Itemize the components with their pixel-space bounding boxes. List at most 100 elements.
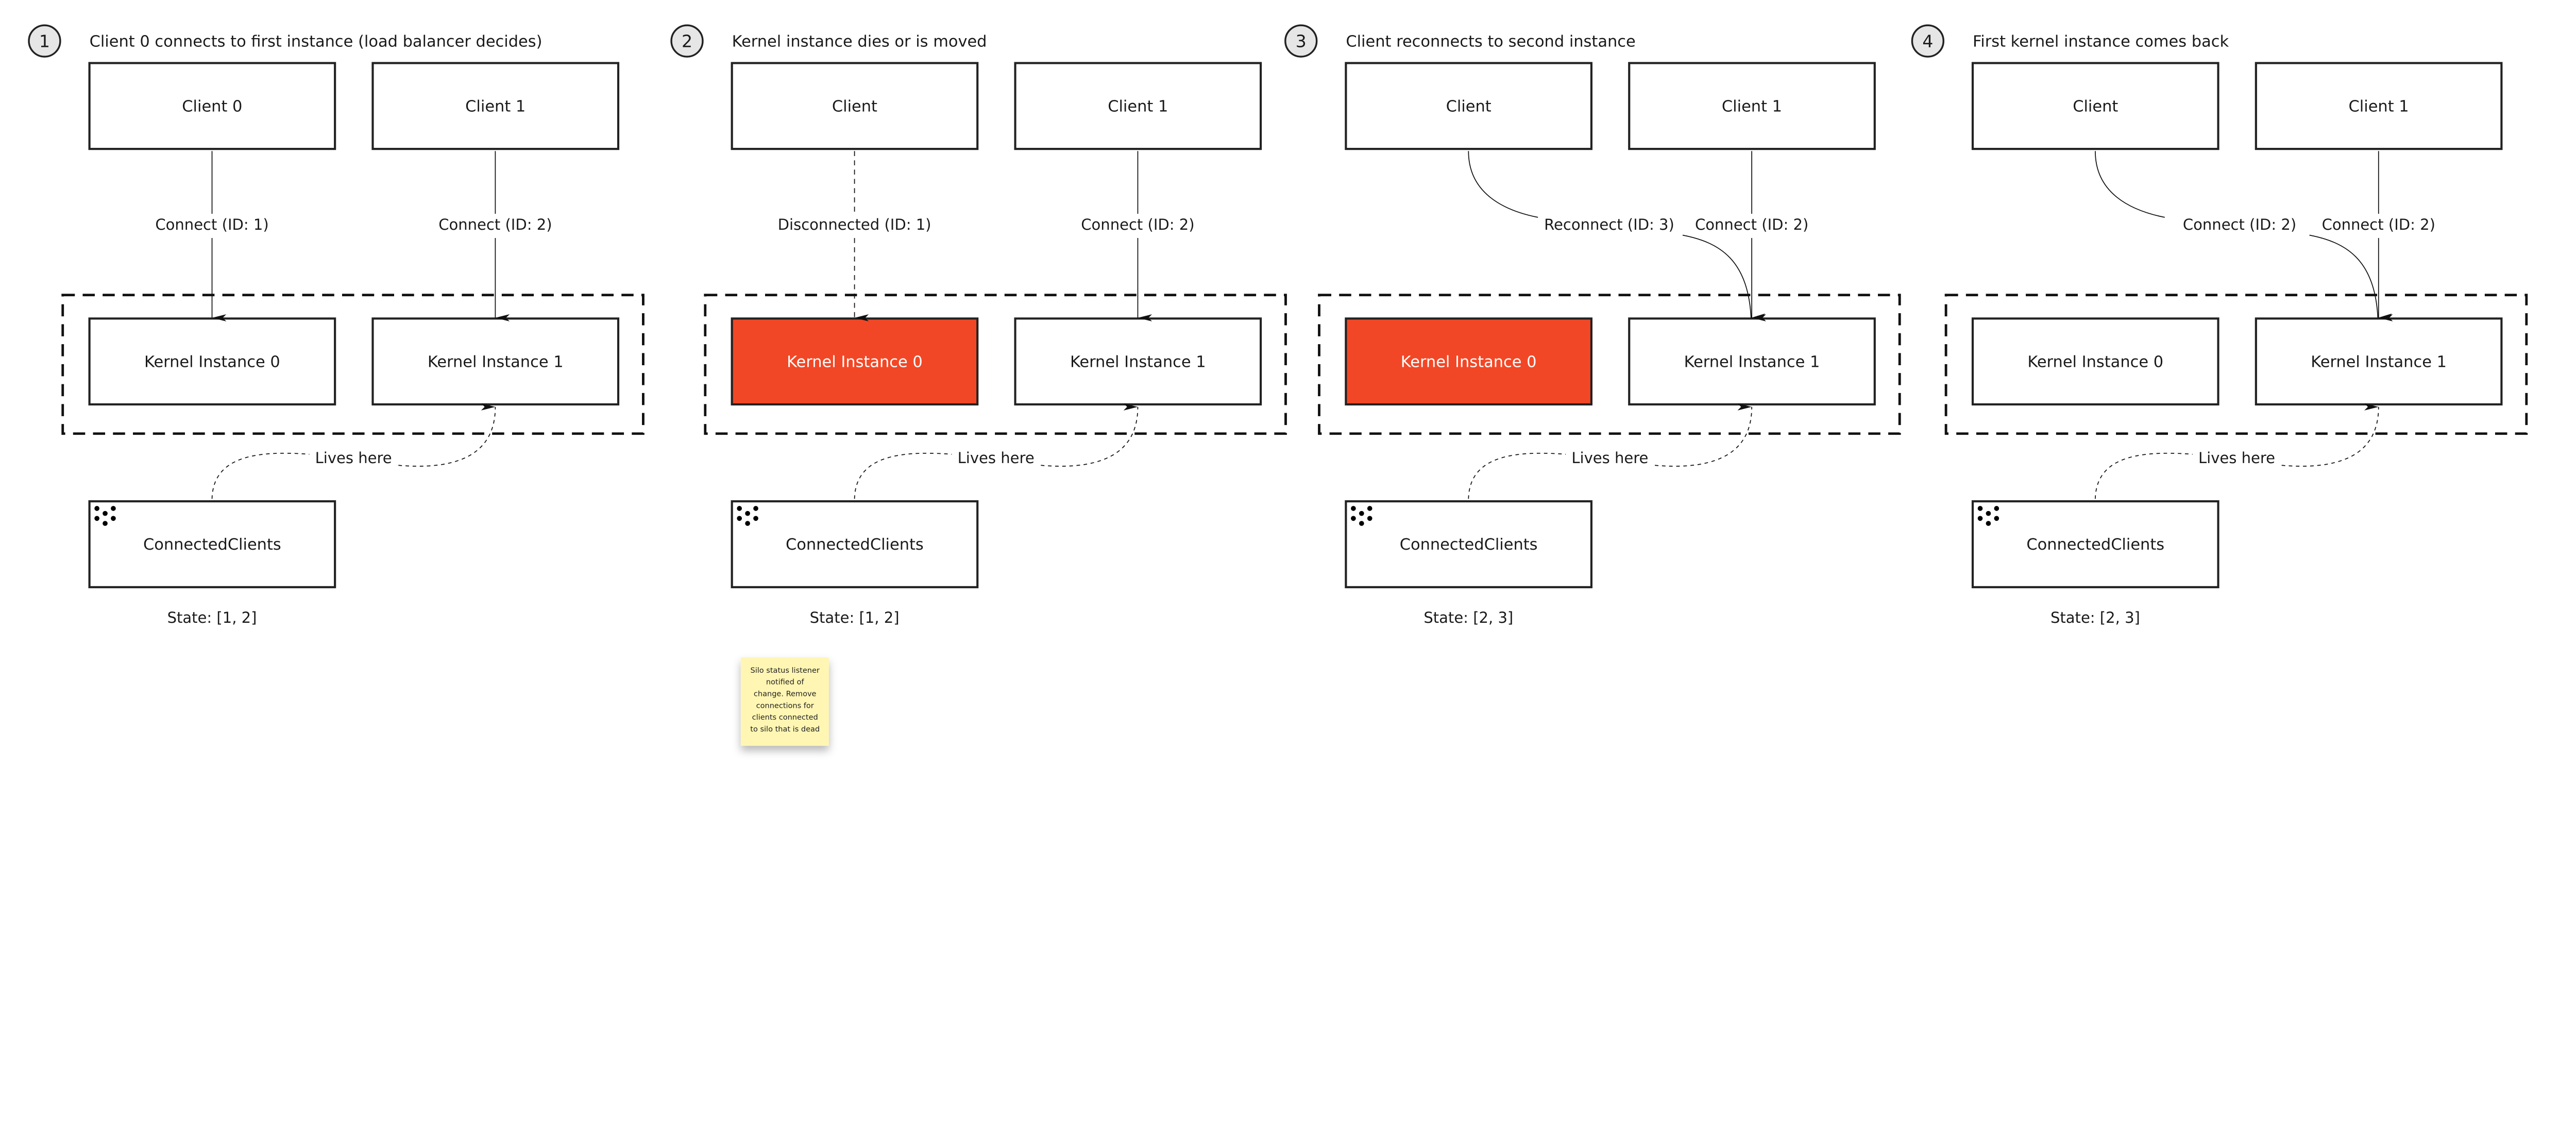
step-number-badge: [670, 24, 704, 58]
edge-client-a-to-kernel-1: [1682, 234, 1766, 321]
dot: [1367, 506, 1372, 511]
lives-here-connector-arrow: [2281, 403, 2379, 467]
dot: [111, 506, 116, 511]
dot: [745, 511, 750, 516]
connected-clients-grain-box[interactable]: ConnectedClients: [1345, 500, 1592, 588]
client-a-box[interactable]: Client 0: [88, 62, 336, 150]
grain-state: State: [1, 2]: [167, 609, 257, 626]
cluster-boundary: [1318, 294, 1901, 435]
grain-state: State: [1, 2]: [810, 609, 900, 626]
kernel-instance-0-box[interactable]: Kernel Instance 0: [731, 317, 979, 406]
step-number: 2: [682, 31, 692, 51]
dot: [737, 506, 742, 511]
lives-here-label: Lives here: [2198, 449, 2275, 467]
kernel-instance-1-box[interactable]: Kernel Instance 1: [1014, 317, 1262, 406]
dot: [1359, 521, 1364, 526]
cluster-boundary: [1944, 294, 2528, 435]
dots-grid-icon: [737, 506, 758, 526]
client-a-box-shape: [1345, 62, 1592, 150]
client-b-box-shape: [2255, 62, 2503, 150]
connected-clients-grain-box-label: ConnectedClients: [143, 536, 281, 554]
client-a-box-shape: [1971, 62, 2219, 150]
kernel-instance-0-box-shape: [1971, 317, 2219, 406]
dot: [1977, 516, 1983, 521]
step-number-badge: [1911, 24, 1944, 58]
step-number-badge: [28, 24, 61, 58]
kernel-instance-1-box-shape: [1014, 317, 1262, 406]
client-b-box[interactable]: Client 1: [1014, 62, 1262, 150]
connected-clients-grain-box-label: ConnectedClients: [2026, 536, 2164, 554]
dot: [1986, 511, 1991, 516]
lives-here-label: Lives here: [1571, 449, 1648, 467]
dot: [753, 516, 758, 521]
client-b-box-shape: [1628, 62, 1876, 150]
step-title: Client 0 connects to first instance (loa…: [90, 33, 543, 51]
sticky-note: Silo status listener notified of change. R…: [740, 657, 829, 746]
kernel-instance-1-box[interactable]: Kernel Instance 1: [2255, 317, 2503, 406]
client-a-box-shape: [88, 62, 336, 150]
lives-here-connector-start: [2095, 453, 2193, 499]
step-title: Kernel instance dies or is moved: [732, 33, 987, 51]
kernel-instance-0-box[interactable]: Kernel Instance 0: [1345, 317, 1592, 406]
dot: [753, 506, 758, 511]
client-a-box[interactable]: Client: [1971, 62, 2219, 150]
step-title: Client reconnects to second instance: [1346, 33, 1635, 51]
kernel-instance-0-box-label: Kernel Instance 0: [1401, 353, 1537, 371]
client-b-box[interactable]: Client 1: [371, 62, 620, 150]
dots-grid-icon: [94, 506, 116, 526]
dot: [1994, 516, 1999, 521]
sticky-note-line: notified of: [766, 678, 805, 687]
edge-b-label: Connect (ID: 2): [1081, 216, 1194, 233]
lives-here-connector-start: [211, 453, 310, 499]
kernel-instance-1-box-shape: [1628, 317, 1876, 406]
sticky-note-paper: [740, 657, 829, 746]
connected-clients-grain-box-shape: [1345, 500, 1592, 588]
sticky-note-line: Silo status listener: [751, 667, 820, 675]
dot: [1351, 516, 1356, 521]
edge-a-label: Reconnect (ID: 3): [1544, 216, 1674, 233]
kernel-instance-1-box-shape: [371, 317, 620, 406]
dots-grid-icon: [1977, 506, 1999, 526]
client-b-box-shape: [371, 62, 620, 150]
grain-state: State: [2, 3]: [1423, 609, 1513, 626]
kernel-instance-1-box-label: Kernel Instance 1: [1070, 353, 1206, 371]
client-a-box-shape: [731, 62, 979, 150]
kernel-instance-0-box[interactable]: Kernel Instance 0: [88, 317, 336, 406]
sticky-note-line: to silo that is dead: [750, 725, 820, 734]
client-a-box[interactable]: Client: [1345, 62, 1592, 150]
client-a-box-label: Client: [2073, 97, 2118, 115]
sticky-note-line: change. Remove: [754, 690, 817, 698]
kernel-instance-1-box[interactable]: Kernel Instance 1: [1628, 317, 1876, 406]
cluster-boundary: [704, 294, 1287, 435]
client-a-box[interactable]: Client: [731, 62, 979, 150]
client-a-box-label: Client 0: [182, 97, 242, 115]
edge-b-label: Connect (ID: 2): [2322, 216, 2435, 233]
client-a-box-label: Client: [832, 97, 877, 115]
lives-here-connector-arrow: [1654, 403, 1753, 467]
edge-client-a-curve-start: [2095, 151, 2165, 218]
dot: [1359, 511, 1364, 516]
connected-clients-grain-box[interactable]: ConnectedClients: [731, 500, 979, 588]
dot: [103, 521, 108, 526]
client-b-box[interactable]: Client 1: [1628, 62, 1876, 150]
dot: [1986, 521, 1991, 526]
dot: [111, 516, 116, 521]
edge-a-label: Connect (ID: 2): [2183, 216, 2296, 233]
client-b-box[interactable]: Client 1: [2255, 62, 2503, 150]
edge-client-a-to-kernel-1: [2309, 234, 2393, 321]
dot: [1367, 516, 1372, 521]
edge-a-label: Disconnected (ID: 1): [778, 216, 931, 233]
kernel-instance-0-box-shape: [88, 317, 336, 406]
connected-clients-grain-box[interactable]: ConnectedClients: [1971, 500, 2219, 588]
kernel-instance-0-box[interactable]: Kernel Instance 0: [1971, 317, 2219, 406]
kernel-instance-1-box-label: Kernel Instance 1: [428, 353, 564, 371]
kernel-instance-1-box[interactable]: Kernel Instance 1: [371, 317, 620, 406]
connected-clients-grain-box[interactable]: ConnectedClients: [88, 500, 336, 588]
lives-here-label: Lives here: [315, 449, 392, 467]
lives-here-connector-arrow: [398, 403, 496, 467]
kernel-instance-0-box-label: Kernel Instance 0: [787, 353, 923, 371]
client-b-box-label: Client 1: [2349, 97, 2409, 115]
